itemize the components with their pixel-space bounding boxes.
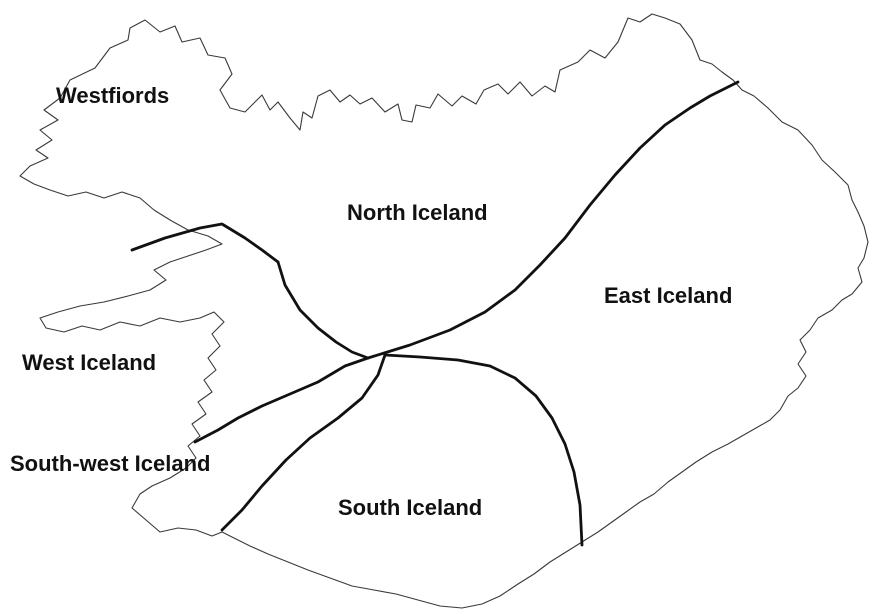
north-west-boundary [276,260,370,360]
north-east-boundary [366,80,740,360]
label-westfjords: Westfiords [56,83,169,108]
west-southwest-boundary [193,356,370,444]
westfjords-boundary [130,222,280,264]
south-east-boundary [383,353,584,547]
label-north-iceland: North Iceland [347,200,488,225]
southwest-south-boundary [220,353,387,532]
label-east-iceland: East Iceland [604,283,732,308]
label-south-iceland: South Iceland [338,495,482,520]
coastline-outline [19,13,869,609]
region-labels: Westfiords North Iceland East Iceland We… [10,83,732,520]
label-south-west-iceland: South-west Iceland [10,451,210,476]
region-boundaries [130,80,740,547]
label-west-iceland: West Iceland [22,350,156,375]
